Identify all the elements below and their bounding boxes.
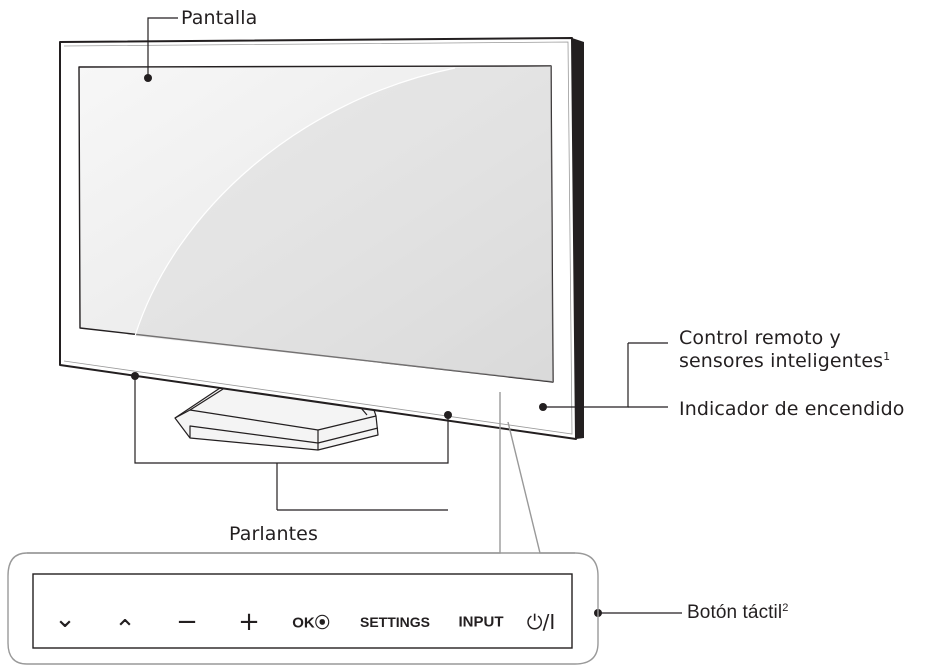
- label-pantalla: Pantalla: [181, 7, 258, 29]
- footnote-1: 1: [883, 350, 891, 363]
- label-sensores: sensores inteligentes1: [679, 350, 890, 372]
- chevron-down-icon[interactable]: ⌄: [54, 604, 76, 634]
- minus-icon[interactable]: −: [176, 607, 198, 637]
- touch-panel-strip: [32, 573, 573, 649]
- label-control-remoto: Control remoto y: [679, 327, 841, 349]
- label-sensores-text: sensores inteligentes: [679, 350, 884, 372]
- input-button[interactable]: INPUT: [458, 613, 504, 631]
- touch-panel-frame: [7, 552, 599, 665]
- label-indicador: Indicador de encendido: [679, 398, 905, 420]
- plus-icon[interactable]: +: [238, 607, 260, 637]
- label-boton-tactil-text: Botón táctil: [687, 602, 783, 623]
- screen-glare: [135, 66, 553, 382]
- tv-screen: [78, 65, 554, 383]
- footnote-2: 2: [782, 602, 789, 614]
- label-parlantes: Parlantes: [229, 523, 318, 545]
- ok-button[interactable]: OK⦿: [292, 614, 330, 632]
- chevron-up-icon[interactable]: ⌃: [114, 615, 136, 645]
- leader-lines: [134, 17, 682, 614]
- power-icon[interactable]: ⏻/I: [526, 610, 556, 634]
- label-boton-tactil: Botón táctil2: [687, 602, 788, 624]
- anchor-dots: [131, 74, 602, 617]
- settings-button[interactable]: SETTINGS: [359, 614, 431, 630]
- label-control-remoto-line1: Control remoto y: [679, 327, 841, 349]
